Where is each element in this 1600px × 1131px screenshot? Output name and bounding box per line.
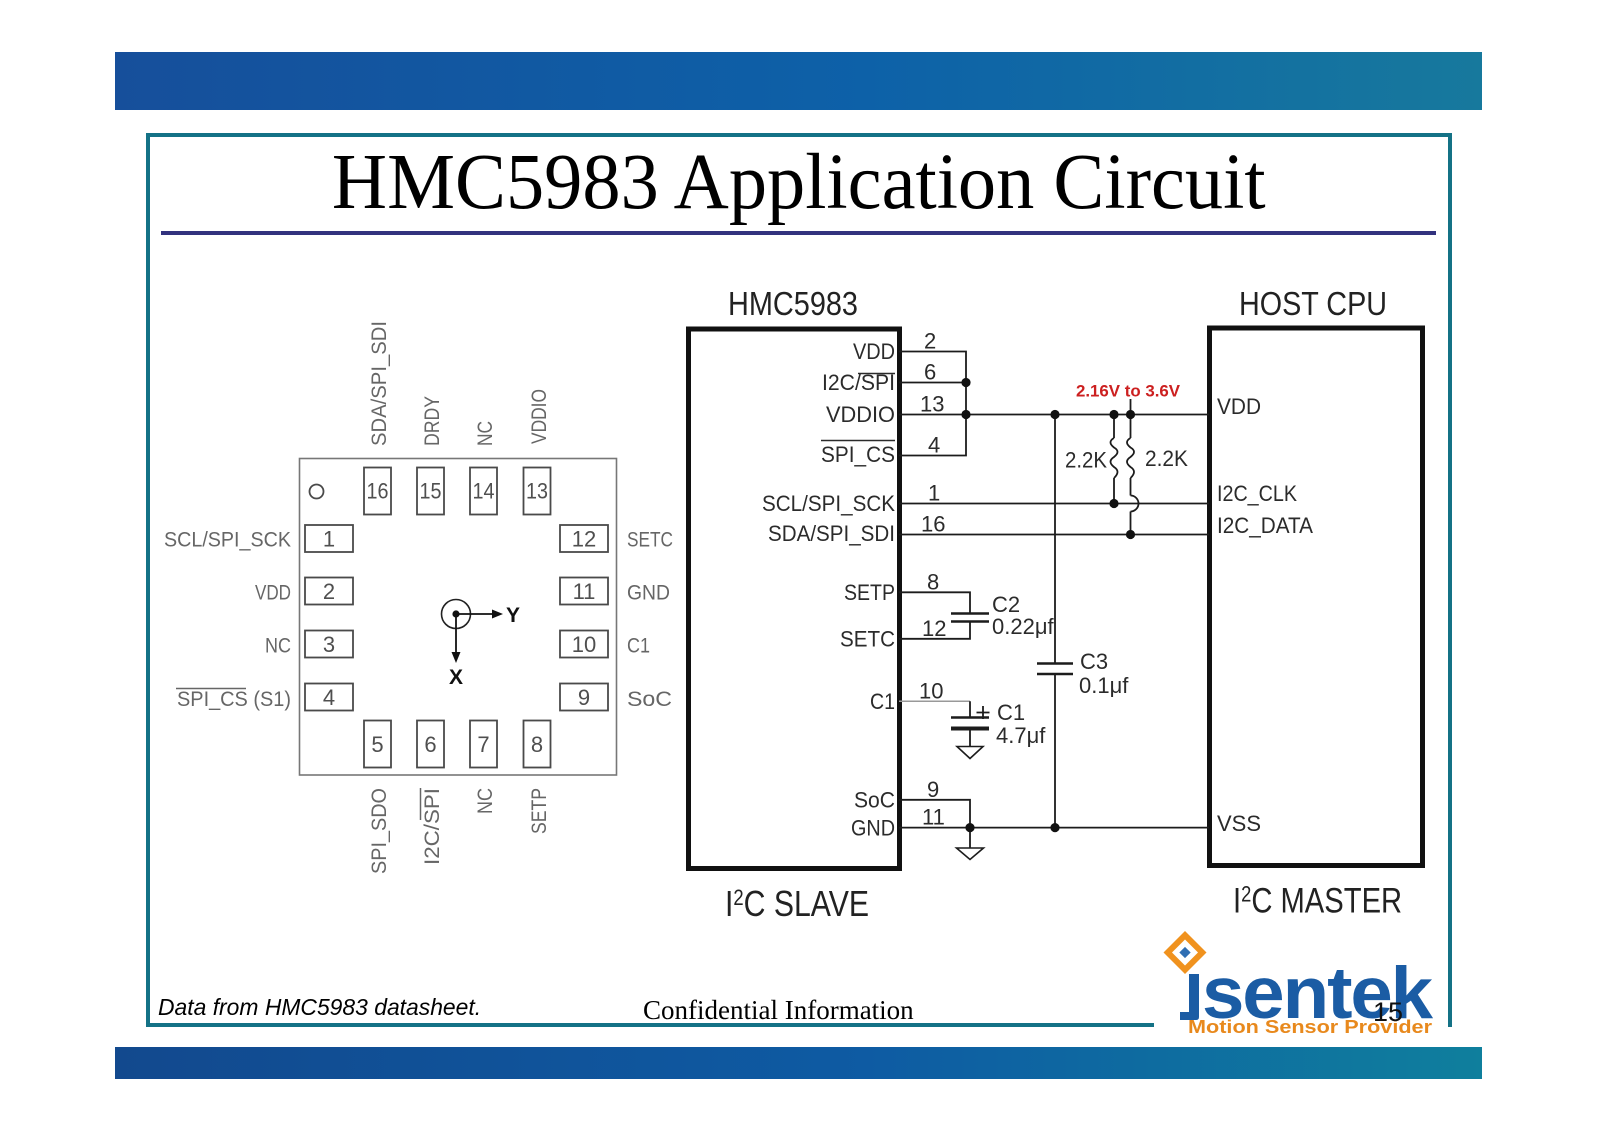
svg-text:16: 16: [367, 479, 389, 504]
svg-text:11: 11: [573, 579, 596, 604]
svg-text:I2C_DATA: I2C_DATA: [1217, 513, 1313, 538]
svg-text:16: 16: [921, 512, 945, 537]
svg-text:SETC: SETC: [840, 627, 895, 652]
svg-text:X: X: [449, 666, 463, 689]
svg-text:HMC5983: HMC5983: [728, 285, 858, 322]
svg-text:SPI_CS (S1): SPI_CS (S1): [177, 688, 291, 711]
svg-text:9: 9: [927, 777, 939, 802]
svg-text:SCL/SPI_SCK: SCL/SPI_SCK: [762, 491, 895, 516]
svg-text:2.2K: 2.2K: [1145, 446, 1188, 471]
svg-text:14: 14: [473, 479, 495, 504]
svg-text:4: 4: [928, 433, 940, 458]
svg-text:SETC: SETC: [627, 529, 673, 552]
svg-text:VSS: VSS: [1217, 811, 1261, 836]
svg-text:10: 10: [919, 678, 943, 703]
svg-text:1: 1: [323, 527, 335, 552]
svg-text:15: 15: [420, 479, 442, 504]
svg-text:0.1μf: 0.1μf: [1079, 673, 1129, 698]
svg-text:C1: C1: [627, 635, 650, 658]
svg-text:10: 10: [572, 632, 596, 657]
svg-text:sentek: sentek: [1202, 953, 1433, 1034]
svg-text:NC: NC: [265, 635, 291, 658]
svg-text:C1: C1: [870, 689, 895, 714]
svg-text:GND: GND: [851, 816, 895, 841]
svg-text:2: 2: [924, 329, 936, 354]
svg-text:VDD: VDD: [255, 582, 291, 605]
svg-text:Y: Y: [506, 604, 520, 627]
svg-text:12: 12: [572, 527, 596, 552]
svg-text:6: 6: [424, 732, 436, 757]
svg-text:SETP: SETP: [844, 580, 895, 605]
svg-text:I2C MASTER: I2C MASTER: [1233, 881, 1402, 920]
svg-text:I2C_CLK: I2C_CLK: [1217, 481, 1297, 506]
svg-text:11: 11: [922, 805, 945, 830]
svg-text:8: 8: [531, 732, 543, 757]
svg-text:0.22μf: 0.22μf: [992, 614, 1054, 639]
svg-text:HOST CPU: HOST CPU: [1239, 285, 1387, 322]
svg-text:NC: NC: [474, 421, 497, 446]
svg-text:SDA/SPI_SDI: SDA/SPI_SDI: [368, 321, 391, 446]
svg-text:8: 8: [927, 569, 939, 594]
svg-text:C3: C3: [1080, 649, 1108, 674]
svg-text:SPI_CS: SPI_CS: [821, 442, 895, 467]
svg-text:NC: NC: [474, 788, 497, 814]
svg-text:2.16V to 3.6V: 2.16V to 3.6V: [1076, 382, 1181, 401]
svg-text:VDDIO: VDDIO: [528, 389, 551, 444]
svg-text:C1: C1: [997, 700, 1025, 725]
svg-text:13: 13: [920, 392, 944, 417]
svg-text:SCL/SPI_SCK: SCL/SPI_SCK: [164, 529, 291, 552]
svg-text:I2C SLAVE: I2C SLAVE: [725, 885, 869, 925]
svg-text:VDD: VDD: [1217, 394, 1261, 419]
svg-text:SDA/SPI_SDI: SDA/SPI_SDI: [768, 521, 895, 546]
svg-text:3: 3: [323, 632, 335, 657]
svg-text:4.7μf: 4.7μf: [996, 723, 1046, 748]
svg-text:12: 12: [922, 616, 946, 641]
svg-text:SoC: SoC: [627, 688, 672, 711]
svg-text:GND: GND: [627, 582, 670, 605]
svg-text:5: 5: [371, 732, 383, 757]
svg-text:Motion Sensor Provider: Motion Sensor Provider: [1188, 1017, 1432, 1037]
svg-text:I2C/SPI: I2C/SPI: [421, 788, 444, 865]
svg-text:VDDIO: VDDIO: [826, 402, 895, 427]
svg-text:2.2K: 2.2K: [1065, 448, 1107, 473]
svg-text:6: 6: [924, 360, 936, 385]
svg-text:SETP: SETP: [528, 788, 551, 834]
svg-text:VDD: VDD: [853, 339, 895, 364]
svg-text:4: 4: [323, 685, 335, 710]
svg-text:13: 13: [526, 479, 548, 504]
svg-text:9: 9: [578, 685, 590, 710]
svg-text:7: 7: [477, 732, 489, 757]
svg-text:C2: C2: [992, 592, 1020, 617]
svg-text:SPI_SDO: SPI_SDO: [368, 788, 391, 874]
svg-text:2: 2: [323, 579, 335, 604]
svg-text:SoC: SoC: [854, 788, 895, 813]
svg-text:1: 1: [928, 481, 940, 506]
svg-text:DRDY: DRDY: [421, 396, 444, 446]
